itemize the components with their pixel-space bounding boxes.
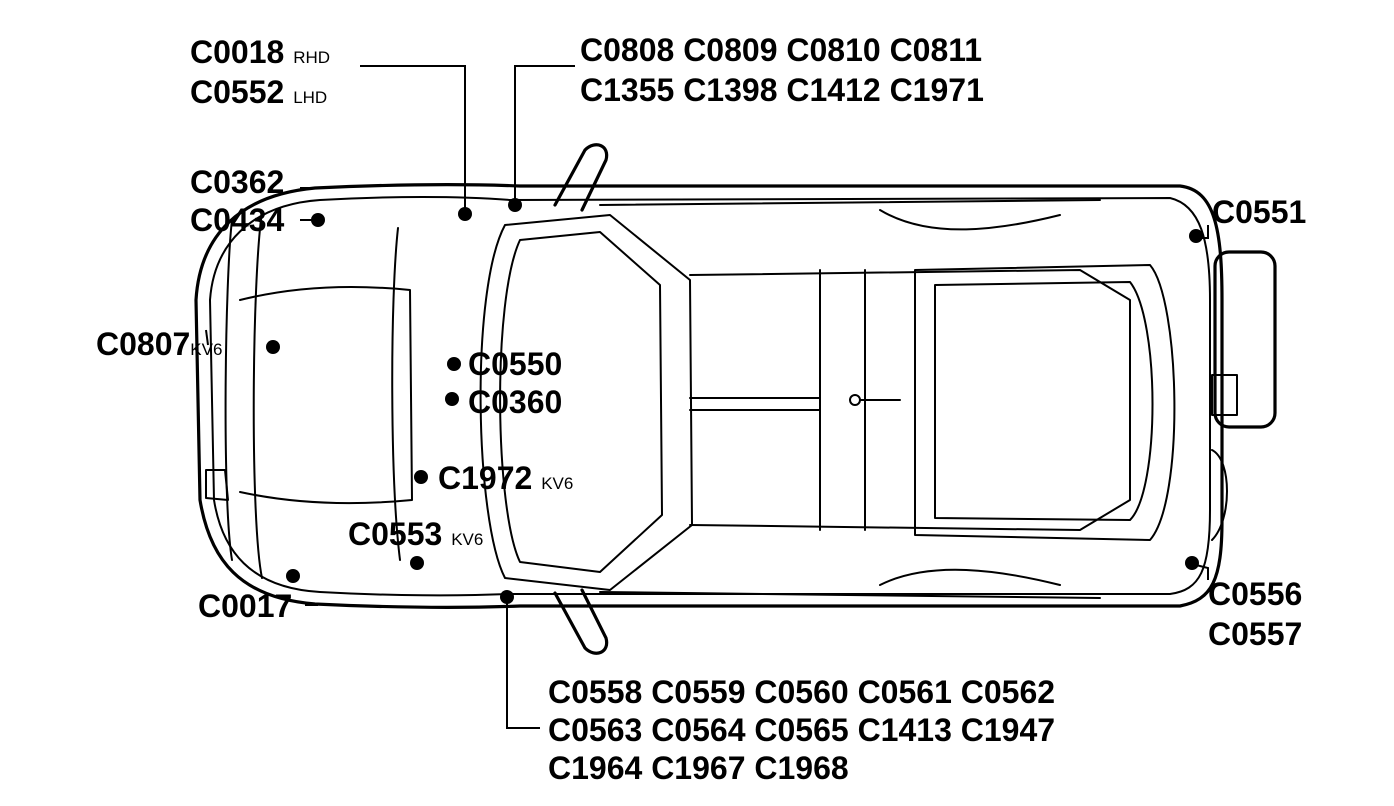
label-top-group-row2: C1355 C1398 C1412 C1971 bbox=[580, 72, 984, 108]
label-c0553-line: C0553 KV6 bbox=[348, 518, 483, 550]
spare-wheel-bracket bbox=[1211, 374, 1238, 416]
vehicle-outer-body bbox=[194, 183, 1224, 609]
connector-dot-c0551 bbox=[1189, 229, 1203, 243]
label-c0552-line: C0552 LHD bbox=[190, 76, 327, 108]
label-c0553: C0553 bbox=[348, 516, 443, 552]
connector-dot-top-group bbox=[508, 198, 522, 212]
label-bottom-group-row2: C0563 C0564 C0565 C1413 C1947 bbox=[548, 712, 1056, 748]
label-kv6-c1972: KV6 bbox=[541, 474, 574, 493]
leader-c0807 bbox=[205, 329, 209, 346]
connector-dot-c0553 bbox=[410, 556, 424, 570]
label-c0550: C0550 bbox=[468, 346, 563, 382]
label-c0552: C0552 bbox=[190, 74, 285, 110]
mirror-bottom bbox=[553, 588, 609, 655]
label-kv6-c0807: KV6 bbox=[190, 340, 223, 359]
label-c1972: C1972 bbox=[438, 460, 533, 496]
leader-c0018 bbox=[360, 65, 466, 212]
connector-dot-c0556 bbox=[1185, 556, 1199, 570]
hood-crease-2 bbox=[252, 211, 263, 579]
rear-window bbox=[914, 264, 1176, 541]
leader-top-group bbox=[514, 65, 575, 203]
roof-outline bbox=[689, 269, 1131, 531]
windscreen-outline bbox=[479, 214, 693, 591]
label-c0360: C0360 bbox=[468, 384, 563, 420]
leader-bottom-group bbox=[506, 598, 540, 729]
mirror-top bbox=[553, 143, 609, 212]
spare-wheel bbox=[1213, 250, 1277, 429]
label-c0556: C0556 bbox=[1208, 576, 1303, 612]
label-c0434: C0434 bbox=[190, 202, 285, 238]
label-c0807-line: C0807KV6 bbox=[96, 328, 222, 360]
connector-dot-c0360 bbox=[445, 392, 459, 406]
hood-front-panel bbox=[205, 469, 229, 501]
leader-c0556 bbox=[1195, 564, 1209, 580]
rear-bumper-detail bbox=[1211, 449, 1228, 541]
label-kv6-c0553: KV6 bbox=[451, 530, 484, 549]
label-c0557: C0557 bbox=[1208, 616, 1303, 652]
label-bottom-group-row3: C1964 C1967 C1968 bbox=[548, 750, 849, 786]
connector-dot-c0550 bbox=[447, 357, 461, 371]
label-c1972-line: C1972 KV6 bbox=[438, 462, 573, 494]
hood-crease-3 bbox=[391, 227, 401, 561]
label-c0362: C0362 bbox=[190, 164, 285, 200]
connector-dot-c0017 bbox=[286, 569, 300, 583]
windscreen-inner bbox=[499, 231, 663, 573]
label-c0017: C0017 bbox=[198, 588, 293, 624]
connector-dot-c0018 bbox=[458, 207, 472, 221]
label-c0018: C0018 bbox=[190, 34, 285, 70]
door-top-detail bbox=[879, 209, 1061, 586]
label-c0018-line: C0018 RHD bbox=[190, 36, 330, 68]
rear-window-inner bbox=[934, 281, 1154, 521]
label-bottom-group-row1: C0558 C0559 C0560 C0561 C0562 bbox=[548, 674, 1056, 710]
connector-dot-c0807 bbox=[266, 340, 280, 354]
hood-crease-1 bbox=[224, 219, 233, 561]
connector-dot-c1972 bbox=[414, 470, 428, 484]
hood-outline bbox=[239, 286, 413, 505]
door-top-line bbox=[599, 199, 1101, 599]
label-rhd: RHD bbox=[293, 48, 331, 67]
antenna-mount bbox=[849, 394, 861, 406]
label-c0551: C0551 bbox=[1212, 194, 1307, 230]
label-c0807: C0807 bbox=[96, 326, 191, 362]
connector-dot-bottom-group bbox=[500, 590, 514, 604]
label-lhd: LHD bbox=[293, 88, 328, 107]
label-top-group-row1: C0808 C0809 C0810 C0811 bbox=[580, 32, 983, 68]
connector-dot-c0434 bbox=[311, 213, 325, 227]
